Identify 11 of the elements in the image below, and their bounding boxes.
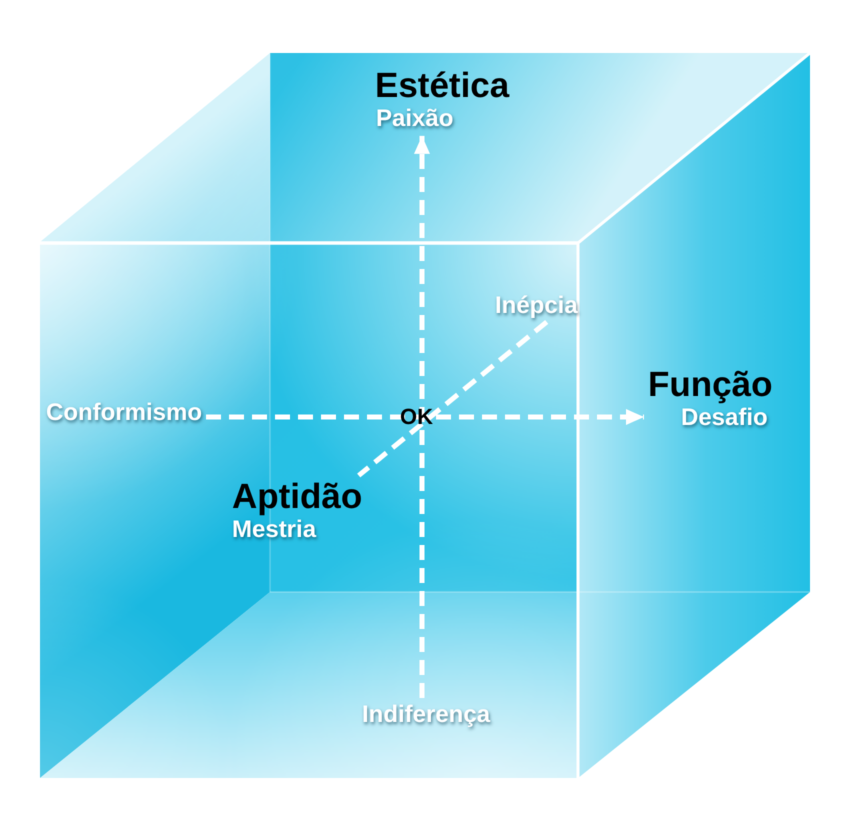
axis-end-label: Conformismo xyxy=(46,400,202,426)
axis-title: Função xyxy=(648,366,772,404)
axis-subtitle: Desafio xyxy=(681,404,768,431)
axis-end-label: Indiferença xyxy=(362,702,490,728)
axis-subtitle: Mestria xyxy=(232,516,316,543)
axis-title: Estética xyxy=(375,67,510,106)
dashed-arrow xyxy=(206,409,644,425)
dashed-arrow xyxy=(414,136,430,698)
axis-title: Aptidão xyxy=(232,478,362,516)
dashed-line xyxy=(357,320,548,478)
axis-subtitle: Paixão xyxy=(376,106,454,132)
